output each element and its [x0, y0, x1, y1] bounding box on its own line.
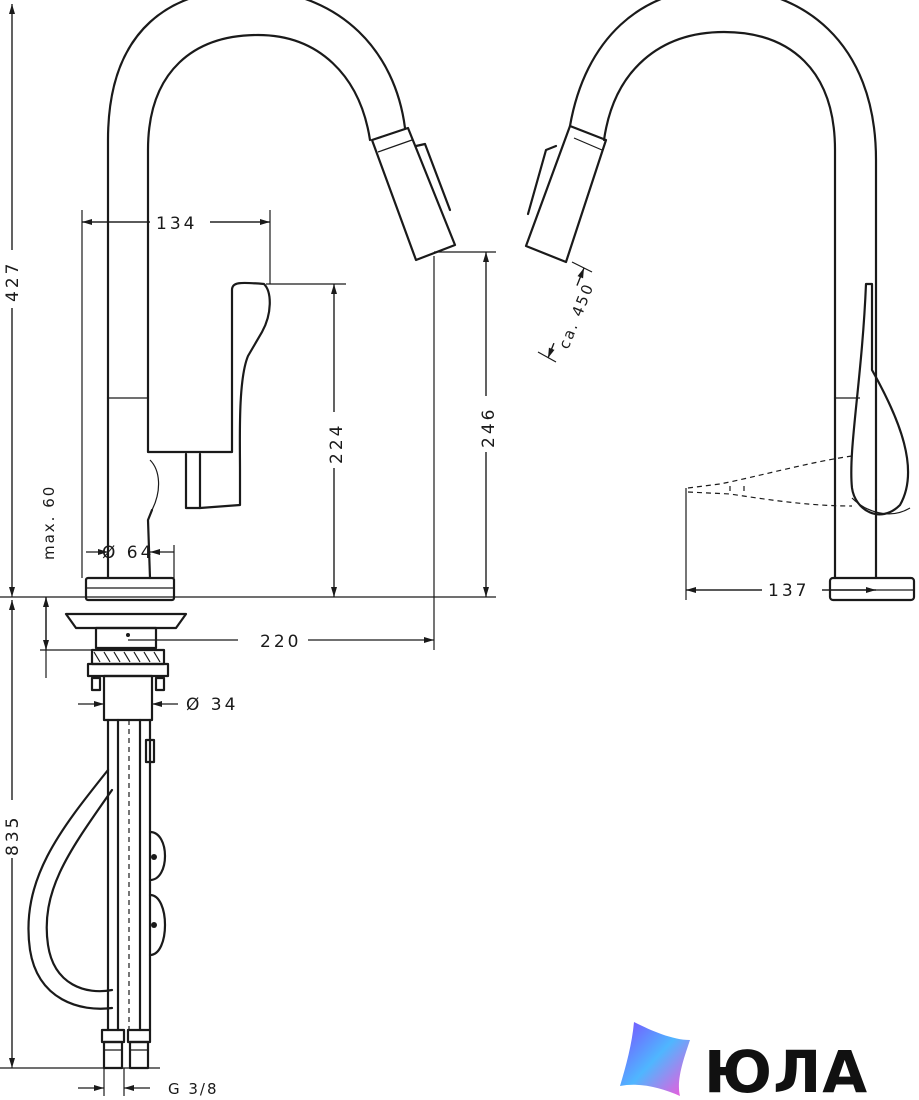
- dim-220: 220: [260, 632, 301, 652]
- brand-logo-icon: [620, 1022, 690, 1096]
- faucet-front-view: [27, 0, 457, 1070]
- dim-diameter-34: Ø 34: [186, 695, 238, 715]
- faucet-side-view: [524, 0, 916, 602]
- dimension-labels-left: 427 835 134 224 246 220 max. 60 Ø 64 Ø 3…: [3, 214, 499, 1098]
- dim-137: 137: [768, 581, 809, 601]
- dimension-lines-left: [0, 4, 500, 1096]
- brand-logo-text: ЮЛА: [704, 1038, 868, 1100]
- dim-246: 246: [479, 407, 499, 448]
- dim-diameter-64: Ø 64: [102, 543, 154, 563]
- dimension-labels-right: ca. 450 137: [555, 280, 809, 601]
- dim-134: 134: [156, 214, 197, 234]
- dim-g-3-8: G 3/8: [168, 1080, 219, 1098]
- dim-max-60: max. 60: [40, 485, 58, 560]
- brand-logo: ЮЛА: [620, 1022, 868, 1100]
- dim-427: 427: [3, 261, 23, 302]
- dim-835: 835: [3, 815, 23, 856]
- dimension-lines-right: [537, 261, 876, 602]
- dim-224: 224: [327, 423, 347, 464]
